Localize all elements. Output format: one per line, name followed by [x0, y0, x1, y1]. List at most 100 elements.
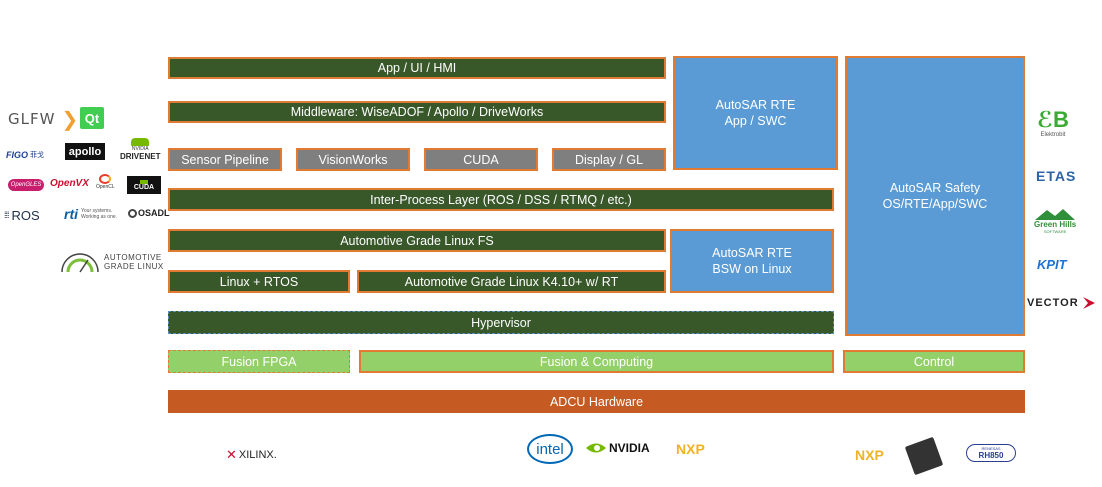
green-hills-mountain-icon	[1035, 208, 1076, 220]
autosar-rte-app-block: AutoSAR RTE App / SWC	[673, 56, 838, 170]
green-hills-sub: SOFTWARE	[1043, 229, 1067, 234]
agl-fs-layer: Automotive Grade Linux FS	[168, 229, 666, 252]
elektrobit-eb-icon: ℰB	[1037, 107, 1069, 132]
autosar-safety-block: AutoSAR Safety OS/RTE/App/SWC	[845, 56, 1025, 336]
green-hills-logo-text: Green Hills	[1034, 220, 1077, 229]
autosar-rte-bsw-block: AutoSAR RTE BSW on Linux	[670, 229, 834, 293]
rti-logo: rti Your systems. Working as one.	[64, 206, 117, 222]
display-gl-label: Display / GL	[574, 152, 644, 167]
green-hills-logo: Green Hills SOFTWARE	[1034, 208, 1076, 234]
figo-logo-cn: 菲戈	[30, 152, 44, 159]
nxp-logo-1: NXP	[676, 441, 705, 457]
osadl-logo: OSADL	[128, 208, 170, 218]
ros-dots-icon: ⁞⁞⁞	[4, 210, 9, 220]
apollo-logo-text: apollo	[68, 145, 102, 158]
openvx-logo-text: OpenVX	[50, 178, 89, 189]
hypervisor-layer: Hypervisor	[168, 311, 834, 334]
linux-rtos-label: Linux + RTOS	[219, 274, 299, 289]
adcu-hardware-label: ADCU Hardware	[549, 394, 644, 409]
opencl-logo: OpenCL	[96, 174, 115, 190]
glfw-logo-text: GLFW	[8, 110, 56, 128]
inter-process-label: Inter-Process Layer (ROS / DSS / RTMQ / …	[370, 192, 632, 207]
drivenet-text: DRIVENET	[120, 152, 161, 161]
opencl-logo-text: OpenCL	[96, 184, 115, 190]
control-label: Control	[913, 354, 955, 369]
glfw-chevron-icon: ❯	[61, 108, 79, 131]
xilinx-logo-text: XILINX.	[238, 449, 277, 461]
cuda-logo-text: CUDA	[133, 183, 155, 191]
agl-line1: AUTOMOTIVE	[104, 253, 162, 262]
etas-logo: ETAS	[1036, 168, 1076, 184]
figo-logo-text: FIGO	[6, 150, 28, 160]
qt-logo: Qt	[80, 107, 104, 129]
cuda-block: CUDA	[424, 148, 538, 171]
agl-wordmark: AUTOMOTIVE GRADE LINUX	[104, 253, 164, 271]
autosar-safety-line1: AutoSAR Safety	[889, 181, 981, 195]
etas-logo-text: ETAS	[1036, 168, 1077, 184]
nxp-logo-2: NXP	[855, 447, 884, 463]
display-gl-block: Display / GL	[552, 148, 666, 171]
renesas-rh850-logo: RENESAS RH850	[966, 444, 1016, 462]
osadl-logo-text: OSADL	[138, 208, 170, 218]
app-ui-hmi-label: App / UI / HMI	[377, 61, 457, 75]
vector-logo: VECTOR	[1027, 296, 1096, 310]
nvidia-eye-icon	[586, 441, 606, 455]
inter-process-layer: Inter-Process Layer (ROS / DSS / RTMQ / …	[168, 188, 834, 211]
nvidia-drivenet-logo: NVIDIA DRIVENET	[120, 138, 160, 161]
figo-logo: FIGO 菲戈	[6, 150, 44, 160]
glfw-logo: GLFW ❯	[8, 108, 79, 131]
kpit-logo: KPIT	[1037, 257, 1067, 272]
opengles-logo-text: OpenGLES	[10, 182, 42, 188]
cuda-logo: CUDA	[127, 176, 161, 194]
intel-logo-text: intel	[536, 440, 564, 458]
nxp-logo-2-text: NXP	[855, 447, 884, 463]
cuda-label: CUDA	[463, 152, 499, 167]
rti-tagline-1: Your systems.	[81, 208, 113, 214]
agl-kernel-label: Automotive Grade Linux K4.10+ w/ RT	[404, 274, 619, 289]
autosar-rte-app-line2: App / SWC	[724, 114, 787, 128]
agl-kernel-block: Automotive Grade Linux K4.10+ w/ RT	[357, 270, 666, 293]
rti-tagline-2: Working as one.	[81, 214, 118, 220]
agl-line2: GRADE LINUX	[104, 262, 164, 271]
app-ui-hmi-layer: App / UI / HMI	[168, 57, 666, 79]
qt-logo-text: Qt	[84, 110, 100, 126]
agl-logo: AUTOMOTIVE GRADE LINUX	[58, 250, 164, 274]
autosar-safety-line2: OS/RTE/App/SWC	[882, 197, 988, 211]
sensor-pipeline-block: Sensor Pipeline	[168, 148, 282, 171]
ros-logo: ⁞⁞⁞ ROS	[4, 208, 40, 223]
opencl-swirl-icon	[99, 174, 112, 184]
openvx-logo: OpenVX	[50, 178, 89, 189]
drivenet-nvidia-text: NVIDIA	[131, 146, 149, 152]
xilinx-logo: ✕ XILINX.	[226, 447, 277, 463]
osadl-ring-icon	[128, 208, 137, 218]
vector-logo-text: VECTOR	[1027, 297, 1079, 309]
middleware-layer: Middleware: WiseADOF / Apollo / DriveWor…	[168, 101, 666, 123]
visionworks-block: VisionWorks	[296, 148, 410, 171]
ros-logo-text: ROS	[11, 208, 40, 223]
renesas-main-text: RH850	[978, 451, 1004, 460]
autosar-rte-bsw-line1: AutoSAR RTE	[712, 246, 792, 260]
control-block: Control	[843, 350, 1025, 373]
vector-chevron-icon	[1082, 296, 1096, 310]
fusion-fpga-block: Fusion FPGA	[168, 350, 350, 373]
fusion-fpga-label: Fusion FPGA	[221, 354, 297, 369]
rti-tagline: Your systems. Working as one.	[81, 208, 117, 220]
autosar-rte-bsw-line2: BSW on Linux	[712, 262, 792, 276]
adcu-hardware-layer: ADCU Hardware	[168, 390, 1025, 413]
nvidia-logo-text: NVIDIA	[609, 441, 650, 455]
cuda-nvidia-eye-icon	[140, 179, 148, 184]
visionworks-label: VisionWorks	[318, 152, 388, 167]
sensor-pipeline-label: Sensor Pipeline	[181, 152, 269, 167]
autosar-rte-app-line1: AutoSAR RTE	[715, 98, 796, 112]
elektrobit-logo: ℰB Elektrobit	[1037, 107, 1069, 139]
apollo-logo: apollo	[65, 143, 105, 160]
drivenet-car-icon	[131, 138, 150, 146]
fusion-computing-block: Fusion & Computing	[359, 350, 834, 373]
xilinx-x-icon: ✕	[226, 447, 237, 462]
linux-rtos-block: Linux + RTOS	[168, 270, 350, 293]
nvidia-logo: NVIDIA	[586, 441, 650, 455]
nxp-logo-1-text: NXP	[676, 441, 705, 457]
renesas-top-text: RENESAS	[981, 446, 1001, 451]
opengles-logo: OpenGLES	[8, 179, 44, 191]
hypervisor-label: Hypervisor	[471, 315, 531, 330]
